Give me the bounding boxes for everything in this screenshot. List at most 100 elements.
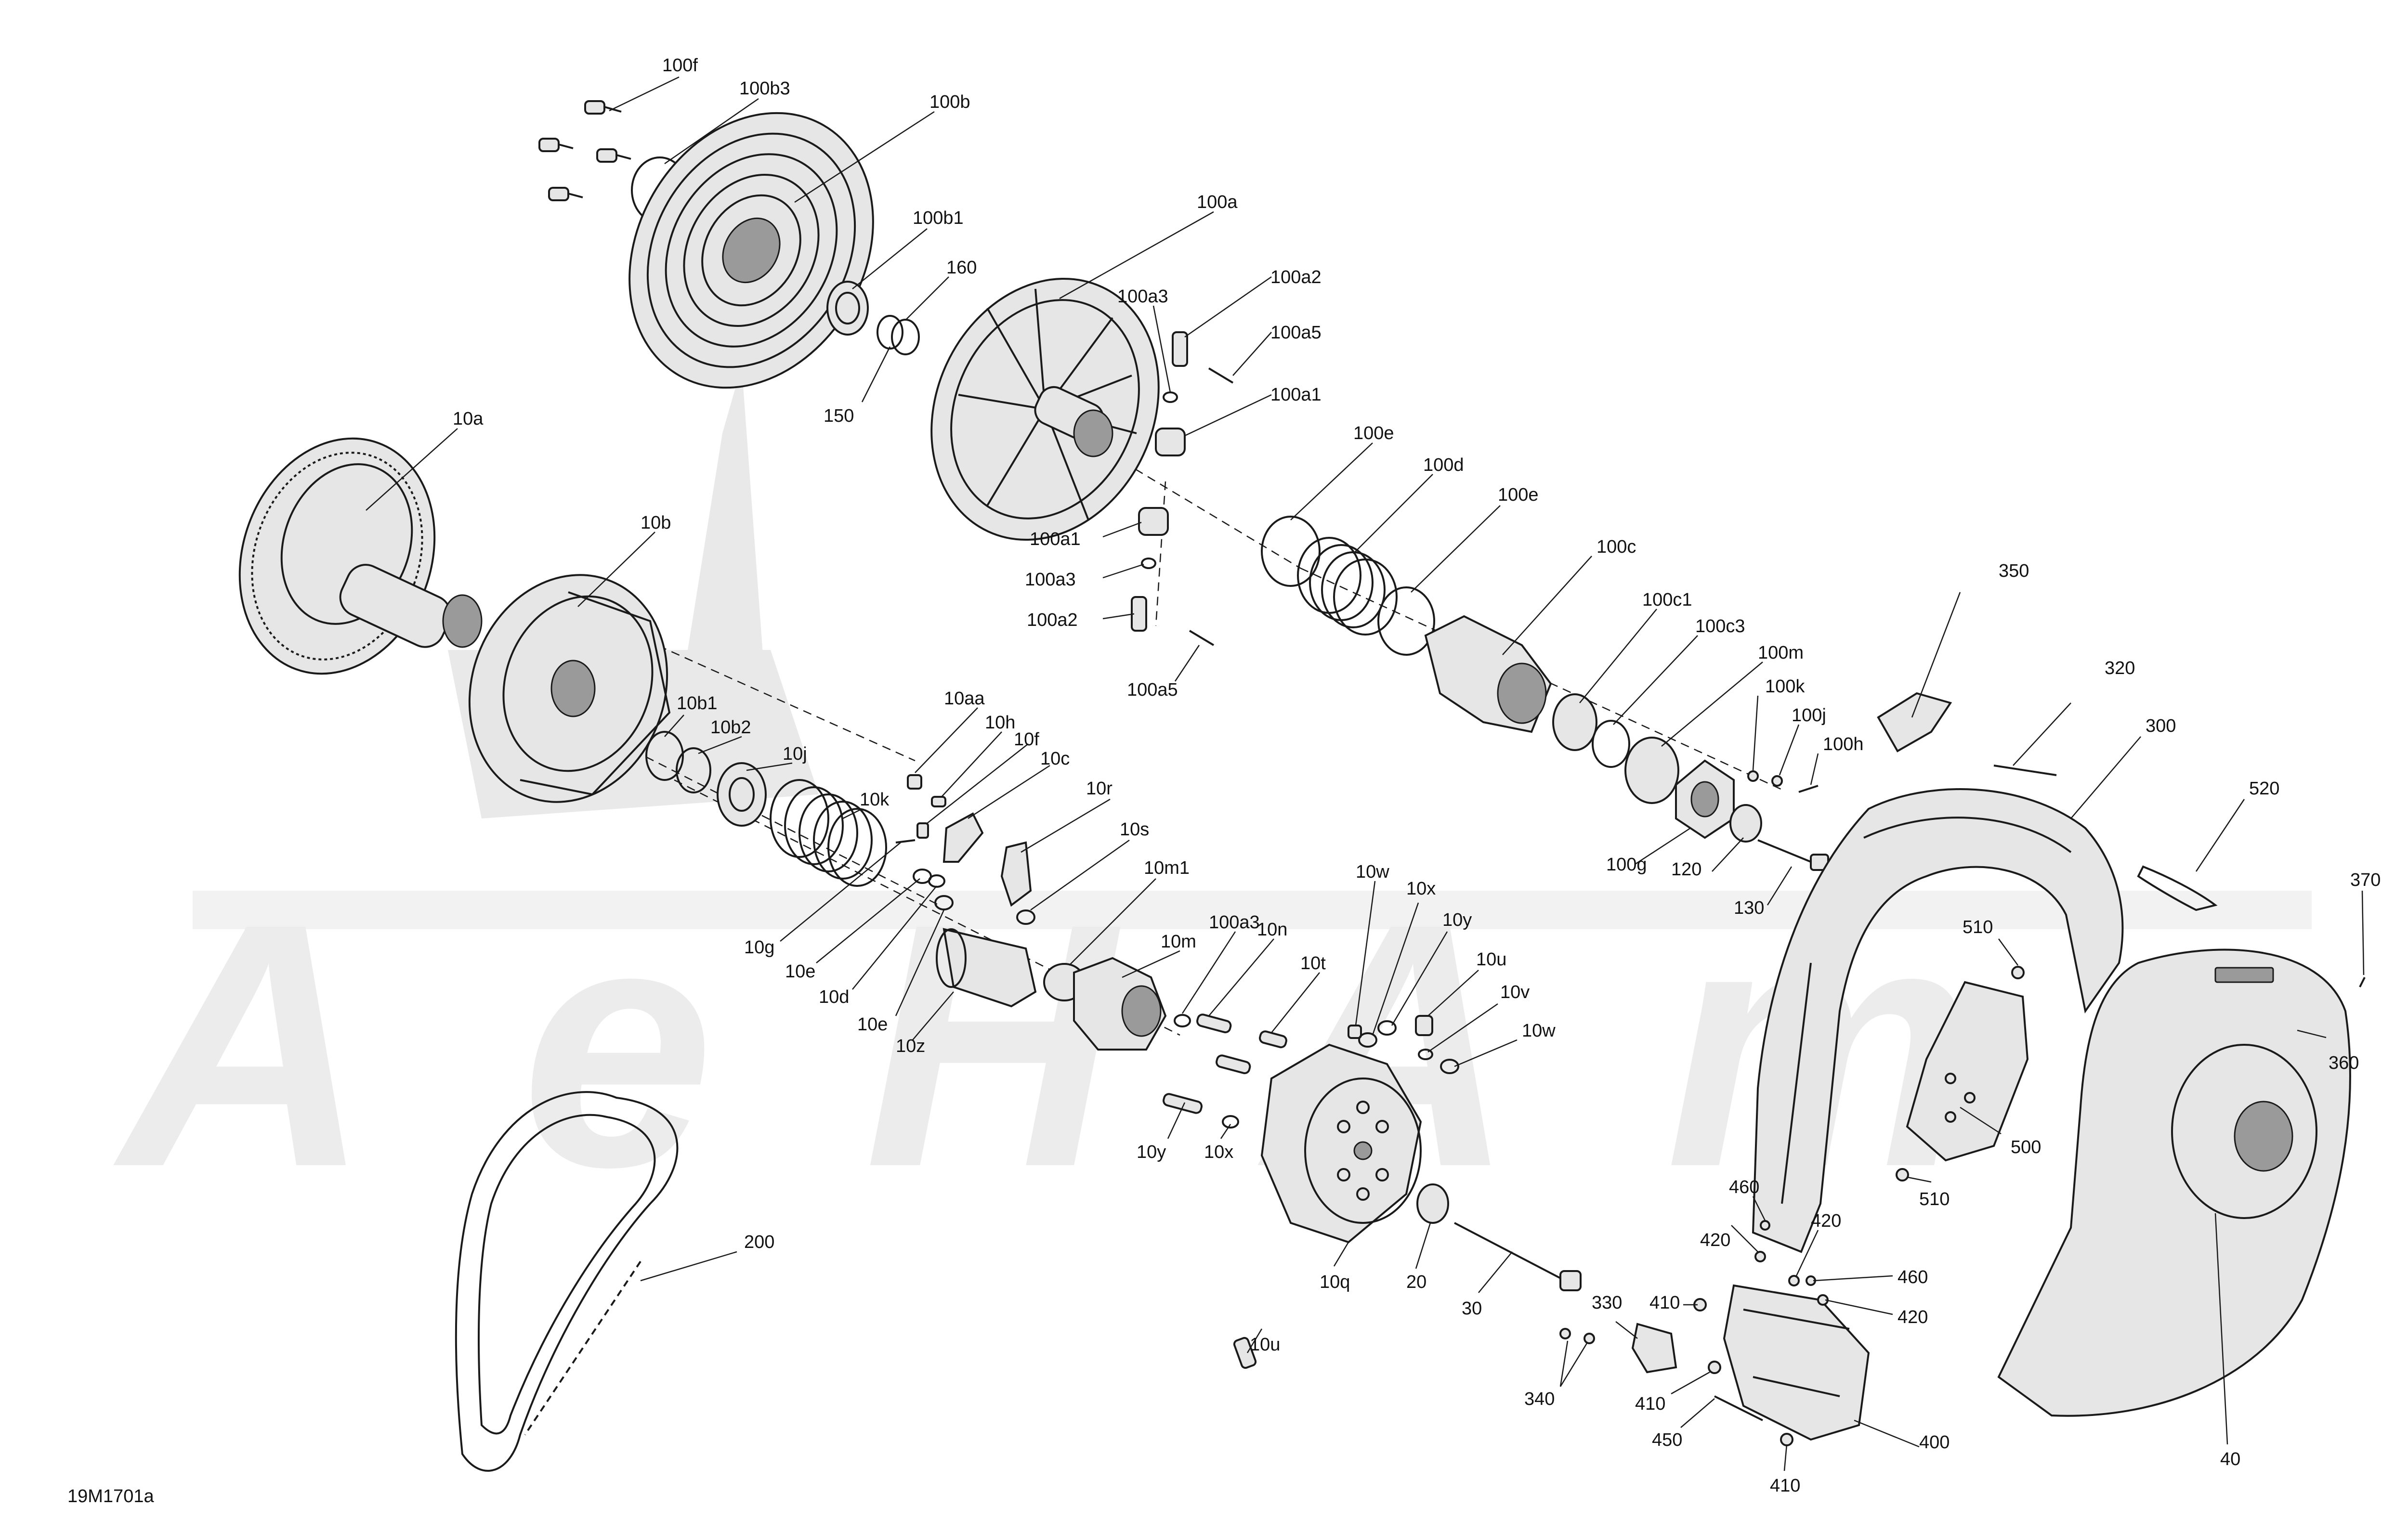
label-100c: 100c [1597, 537, 1636, 557]
part-20-washer [1416, 1183, 1449, 1224]
part-330-plate [1631, 1323, 1677, 1374]
label-320: 320 [2105, 658, 2135, 678]
part-320-strip [1993, 765, 2057, 776]
label-10j: 10j [783, 744, 807, 764]
label-300: 300 [2146, 716, 2176, 736]
label-10y-b: 10y [1137, 1142, 1166, 1162]
part-510-screw-b [1896, 1168, 1909, 1181]
part-340-screws [1559, 1328, 1595, 1344]
leader-lines [366, 76, 2365, 1471]
label-10m1: 10m1 [1144, 858, 1190, 878]
label-10c: 10c [1040, 749, 1070, 769]
label-10x-a: 10x [1406, 879, 1436, 899]
label-10z: 10z [896, 1036, 925, 1056]
part-100c-cam [1424, 615, 1552, 733]
part-10a-gear [238, 437, 483, 675]
label-460-b: 460 [1898, 1267, 1928, 1287]
label-100a2-low: 100a2 [1027, 610, 1078, 630]
part-10j-seal [717, 762, 767, 827]
diagram-code: 19M1701a [67, 1486, 154, 1506]
part-100c3-ring [1592, 720, 1630, 768]
label-340: 340 [1524, 1389, 1555, 1409]
label-410-a: 410 [1649, 1293, 1680, 1313]
label-360: 360 [2329, 1053, 2359, 1073]
part-200-belt [455, 1091, 679, 1472]
label-30: 30 [1462, 1298, 1482, 1319]
label-370: 370 [2350, 870, 2381, 890]
label-420-a: 420 [1700, 1230, 1730, 1250]
label-510-a: 510 [1963, 917, 1993, 937]
label-10a: 10a [453, 409, 484, 429]
label-100a1-low: 100a1 [1030, 529, 1081, 549]
part-160-ring [891, 319, 920, 355]
label-100k: 100k [1765, 676, 1805, 697]
label-40: 40 [2220, 1449, 2240, 1469]
label-100j: 100j [1792, 705, 1826, 726]
part-10-small-hardware [895, 774, 1035, 925]
part-120-washer [1729, 804, 1762, 843]
label-10t: 10t [1300, 953, 1326, 974]
label-400: 400 [1919, 1432, 1950, 1453]
label-100h: 100h [1823, 734, 1864, 754]
label-10d: 10d [819, 987, 849, 1007]
label-520: 520 [2249, 779, 2279, 799]
label-10aa: 10aa [944, 688, 985, 709]
part-100k-nut [1747, 770, 1759, 782]
part-100j-washer [1771, 775, 1783, 787]
callout-labels: 100f 100b3 100b 100b1 160 150 100a 100a3… [67, 55, 2381, 1506]
part-100a-sheave [930, 278, 1160, 541]
label-100c3: 100c3 [1695, 616, 1745, 636]
part-10z-sleeve [936, 928, 1037, 1008]
label-150: 150 [824, 406, 854, 426]
label-100b3: 100b3 [739, 78, 790, 99]
part-10b-drum [468, 574, 671, 803]
label-160: 160 [946, 258, 977, 278]
label-10b2: 10b2 [710, 717, 751, 738]
label-100a5-low: 100a5 [1127, 680, 1178, 700]
label-330: 330 [1592, 1293, 1622, 1313]
part-460-nuts [1760, 1220, 1816, 1286]
label-10m: 10m [1161, 932, 1196, 952]
label-120: 120 [1671, 859, 1701, 880]
label-420-c: 420 [1898, 1307, 1928, 1327]
label-100f: 100f [662, 55, 698, 76]
part-300-frame [1752, 788, 2124, 1253]
label-10u-a: 10u [1476, 949, 1506, 970]
part-360-cover [1997, 948, 2351, 1417]
label-100a: 100a [1197, 192, 1238, 212]
part-100f-bolts [538, 100, 631, 201]
label-10w-a: 10w [1356, 862, 1389, 882]
label-100g: 100g [1606, 855, 1647, 875]
label-100a5: 100a5 [1270, 323, 1322, 343]
part-100d-spring [1297, 537, 1398, 636]
label-10b1: 10b1 [677, 693, 718, 714]
label-200: 200 [744, 1232, 774, 1252]
part-10m-spider [1073, 957, 1167, 1051]
part-100c1-bushing [1552, 693, 1597, 751]
label-100m: 100m [1758, 643, 1804, 663]
label-100a3: 100a3 [1117, 286, 1168, 307]
part-500-bracket [1906, 981, 2029, 1162]
part-510-screw-a [2011, 966, 2025, 979]
label-10r: 10r [1086, 779, 1112, 799]
label-100a3-low: 100a3 [1025, 570, 1076, 590]
label-460-a: 460 [1729, 1177, 1759, 1197]
part-100g-bracket [1675, 759, 1735, 839]
label-350: 350 [1999, 561, 2029, 581]
label-10w-b: 10w [1522, 1021, 1556, 1041]
part-520-clip [2137, 865, 2218, 911]
part-100h-screw [1798, 785, 1819, 793]
label-10u-b: 10u [1250, 1335, 1280, 1355]
part-10b2-ring [676, 747, 711, 793]
label-10f: 10f [1014, 729, 1039, 750]
label-10k: 10k [860, 790, 890, 810]
label-100b1: 100b1 [913, 208, 964, 228]
part-450-strip [1714, 1395, 1763, 1421]
label-10q: 10q [1320, 1272, 1350, 1292]
label-10h: 10h [985, 713, 1015, 733]
part-370-pin [2359, 977, 2366, 987]
label-10x-b: 10x [1204, 1142, 1233, 1162]
part-100a-hardware-upper [1155, 331, 1234, 456]
part-100a-hardware-lower [1131, 507, 1215, 646]
